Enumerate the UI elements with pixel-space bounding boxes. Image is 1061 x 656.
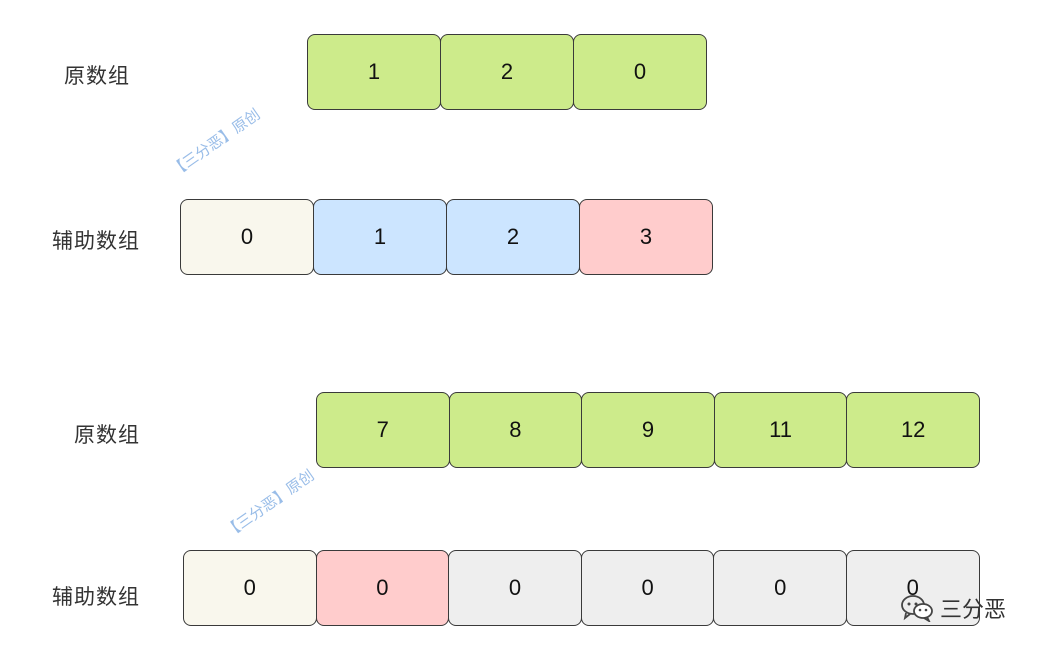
group1-aux-cell: 1 (313, 199, 447, 275)
group1-watermark: 【三分恶】原创 (167, 105, 264, 181)
group2-original-label: 原数组 (74, 423, 140, 447)
group2-original-cell: 9 (581, 392, 715, 468)
wechat-icon (900, 594, 934, 622)
group2-aux-cell: 0 (580, 550, 715, 626)
group1-original-cell: 1 (307, 34, 441, 110)
group2-aux-cell: 0 (315, 550, 450, 626)
group2-original-cell: 7 (316, 392, 450, 468)
group1-aux-cell: 0 (180, 199, 314, 275)
group1-original-label: 原数组 (64, 64, 130, 88)
group2-aux-cell: 0 (448, 550, 582, 626)
brand-name: 三分恶 (940, 598, 1007, 623)
group1-aux-label: 辅助数组 (52, 229, 140, 253)
group1-aux-cell: 3 (579, 199, 713, 275)
brand-tag: 三分恶 (900, 592, 1006, 624)
group2-aux-label: 辅助数组 (52, 585, 140, 609)
group1-original-cell: 0 (573, 34, 707, 110)
group1-original-cell: 2 (440, 34, 574, 110)
group2-watermark: 【三分恶】原创 (221, 466, 318, 542)
group2-original-cell: 12 (846, 392, 980, 468)
group2-aux-cell: 0 (183, 550, 317, 626)
group2-original-cell: 11 (713, 392, 848, 468)
group1-aux-cell: 2 (446, 199, 580, 275)
group2-original-cell: 8 (448, 392, 583, 468)
group2-aux-cell: 0 (713, 550, 847, 626)
